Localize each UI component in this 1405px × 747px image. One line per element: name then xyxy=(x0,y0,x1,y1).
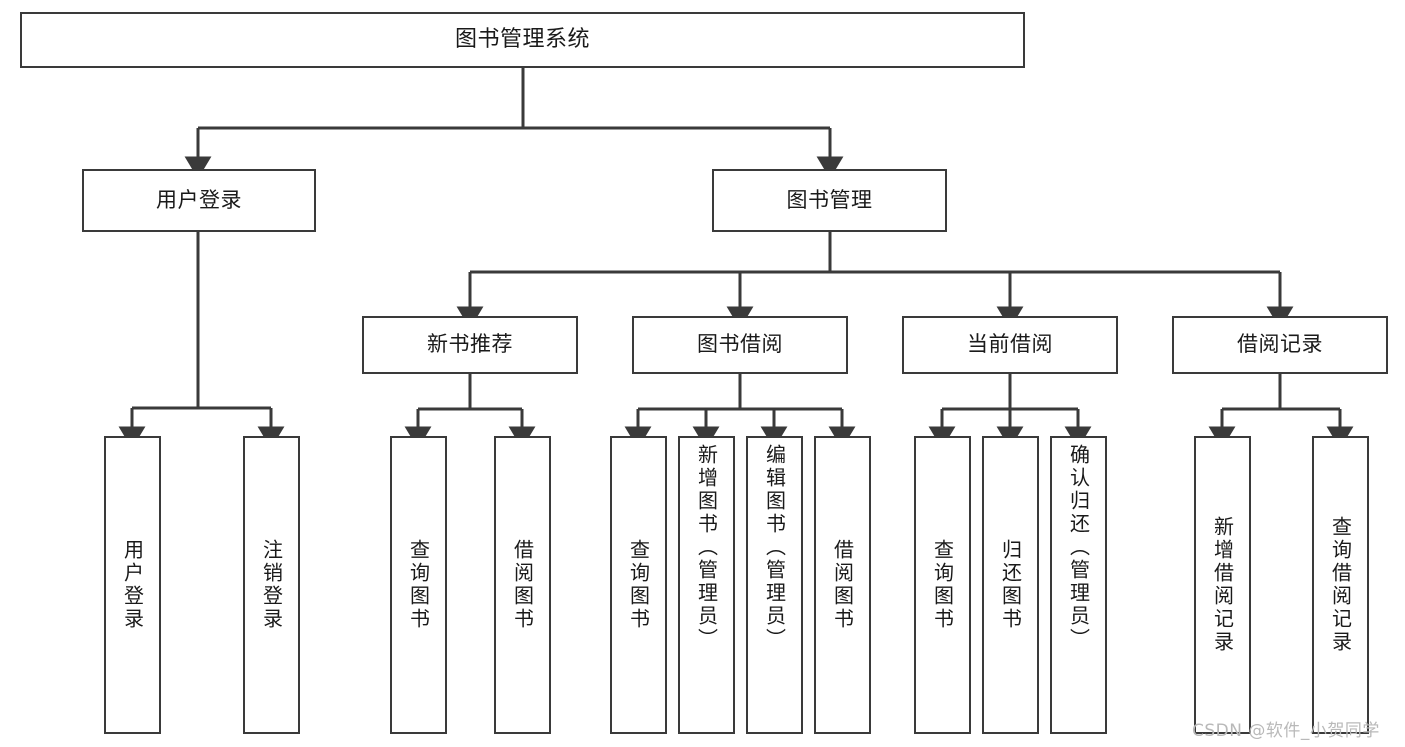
node-label: 确认归还（管理员） xyxy=(1066,444,1091,651)
node-label: 图书管理系统 xyxy=(454,26,590,52)
node-user-login[interactable]: 用户登录 xyxy=(82,169,316,232)
node-borrow-record[interactable]: 借阅记录 xyxy=(1172,316,1388,374)
node-leaf-rec-borrow-book[interactable]: 借阅图书 xyxy=(494,436,551,734)
node-label: 查询借阅记录 xyxy=(1328,516,1353,654)
node-root-system[interactable]: 图书管理系统 xyxy=(20,12,1025,68)
node-label: 编辑图书（管理员） xyxy=(762,444,787,651)
node-book-borrow[interactable]: 图书借阅 xyxy=(632,316,848,374)
node-label: 用户登录 xyxy=(120,539,145,631)
node-leaf-borrow-lend-book[interactable]: 借阅图书 xyxy=(814,436,871,734)
node-leaf-current-return-book[interactable]: 归还图书 xyxy=(982,436,1039,734)
node-label: 图书管理 xyxy=(786,187,873,212)
node-label: 当前借阅 xyxy=(967,332,1053,357)
watermark-text: CSDN @软件_小贺同学 xyxy=(1192,721,1380,741)
node-leaf-borrow-query-book[interactable]: 查询图书 xyxy=(610,436,667,734)
node-label: 注销登录 xyxy=(259,539,284,631)
node-leaf-user-logout[interactable]: 注销登录 xyxy=(243,436,300,734)
node-leaf-current-query-book[interactable]: 查询图书 xyxy=(914,436,971,734)
node-leaf-borrow-edit-book[interactable]: 编辑图书（管理员） xyxy=(746,436,803,734)
node-label: 借阅图书 xyxy=(510,539,535,631)
node-label: 归还图书 xyxy=(998,539,1023,631)
node-label: 新增借阅记录 xyxy=(1210,516,1235,654)
node-current-borrow[interactable]: 当前借阅 xyxy=(902,316,1118,374)
node-label: 借阅记录 xyxy=(1237,332,1323,357)
node-leaf-rec-query-book[interactable]: 查询图书 xyxy=(390,436,447,734)
node-label: 用户登录 xyxy=(156,187,242,212)
node-label: 借阅图书 xyxy=(830,539,855,631)
node-leaf-record-add[interactable]: 新增借阅记录 xyxy=(1194,436,1251,734)
node-leaf-current-confirm-return[interactable]: 确认归还（管理员） xyxy=(1050,436,1107,734)
node-label: 新书推荐 xyxy=(427,332,513,357)
node-leaf-user-login[interactable]: 用户登录 xyxy=(104,436,161,734)
node-new-book-recommend[interactable]: 新书推荐 xyxy=(362,316,578,374)
node-leaf-record-query[interactable]: 查询借阅记录 xyxy=(1312,436,1369,734)
node-leaf-borrow-add-book[interactable]: 新增图书（管理员） xyxy=(678,436,735,734)
node-label: 图书借阅 xyxy=(697,332,783,357)
node-label: 查询图书 xyxy=(626,539,651,631)
node-label: 查询图书 xyxy=(406,539,431,631)
node-label: 新增图书（管理员） xyxy=(694,444,719,651)
node-label: 查询图书 xyxy=(930,539,955,631)
node-book-management[interactable]: 图书管理 xyxy=(712,169,947,232)
